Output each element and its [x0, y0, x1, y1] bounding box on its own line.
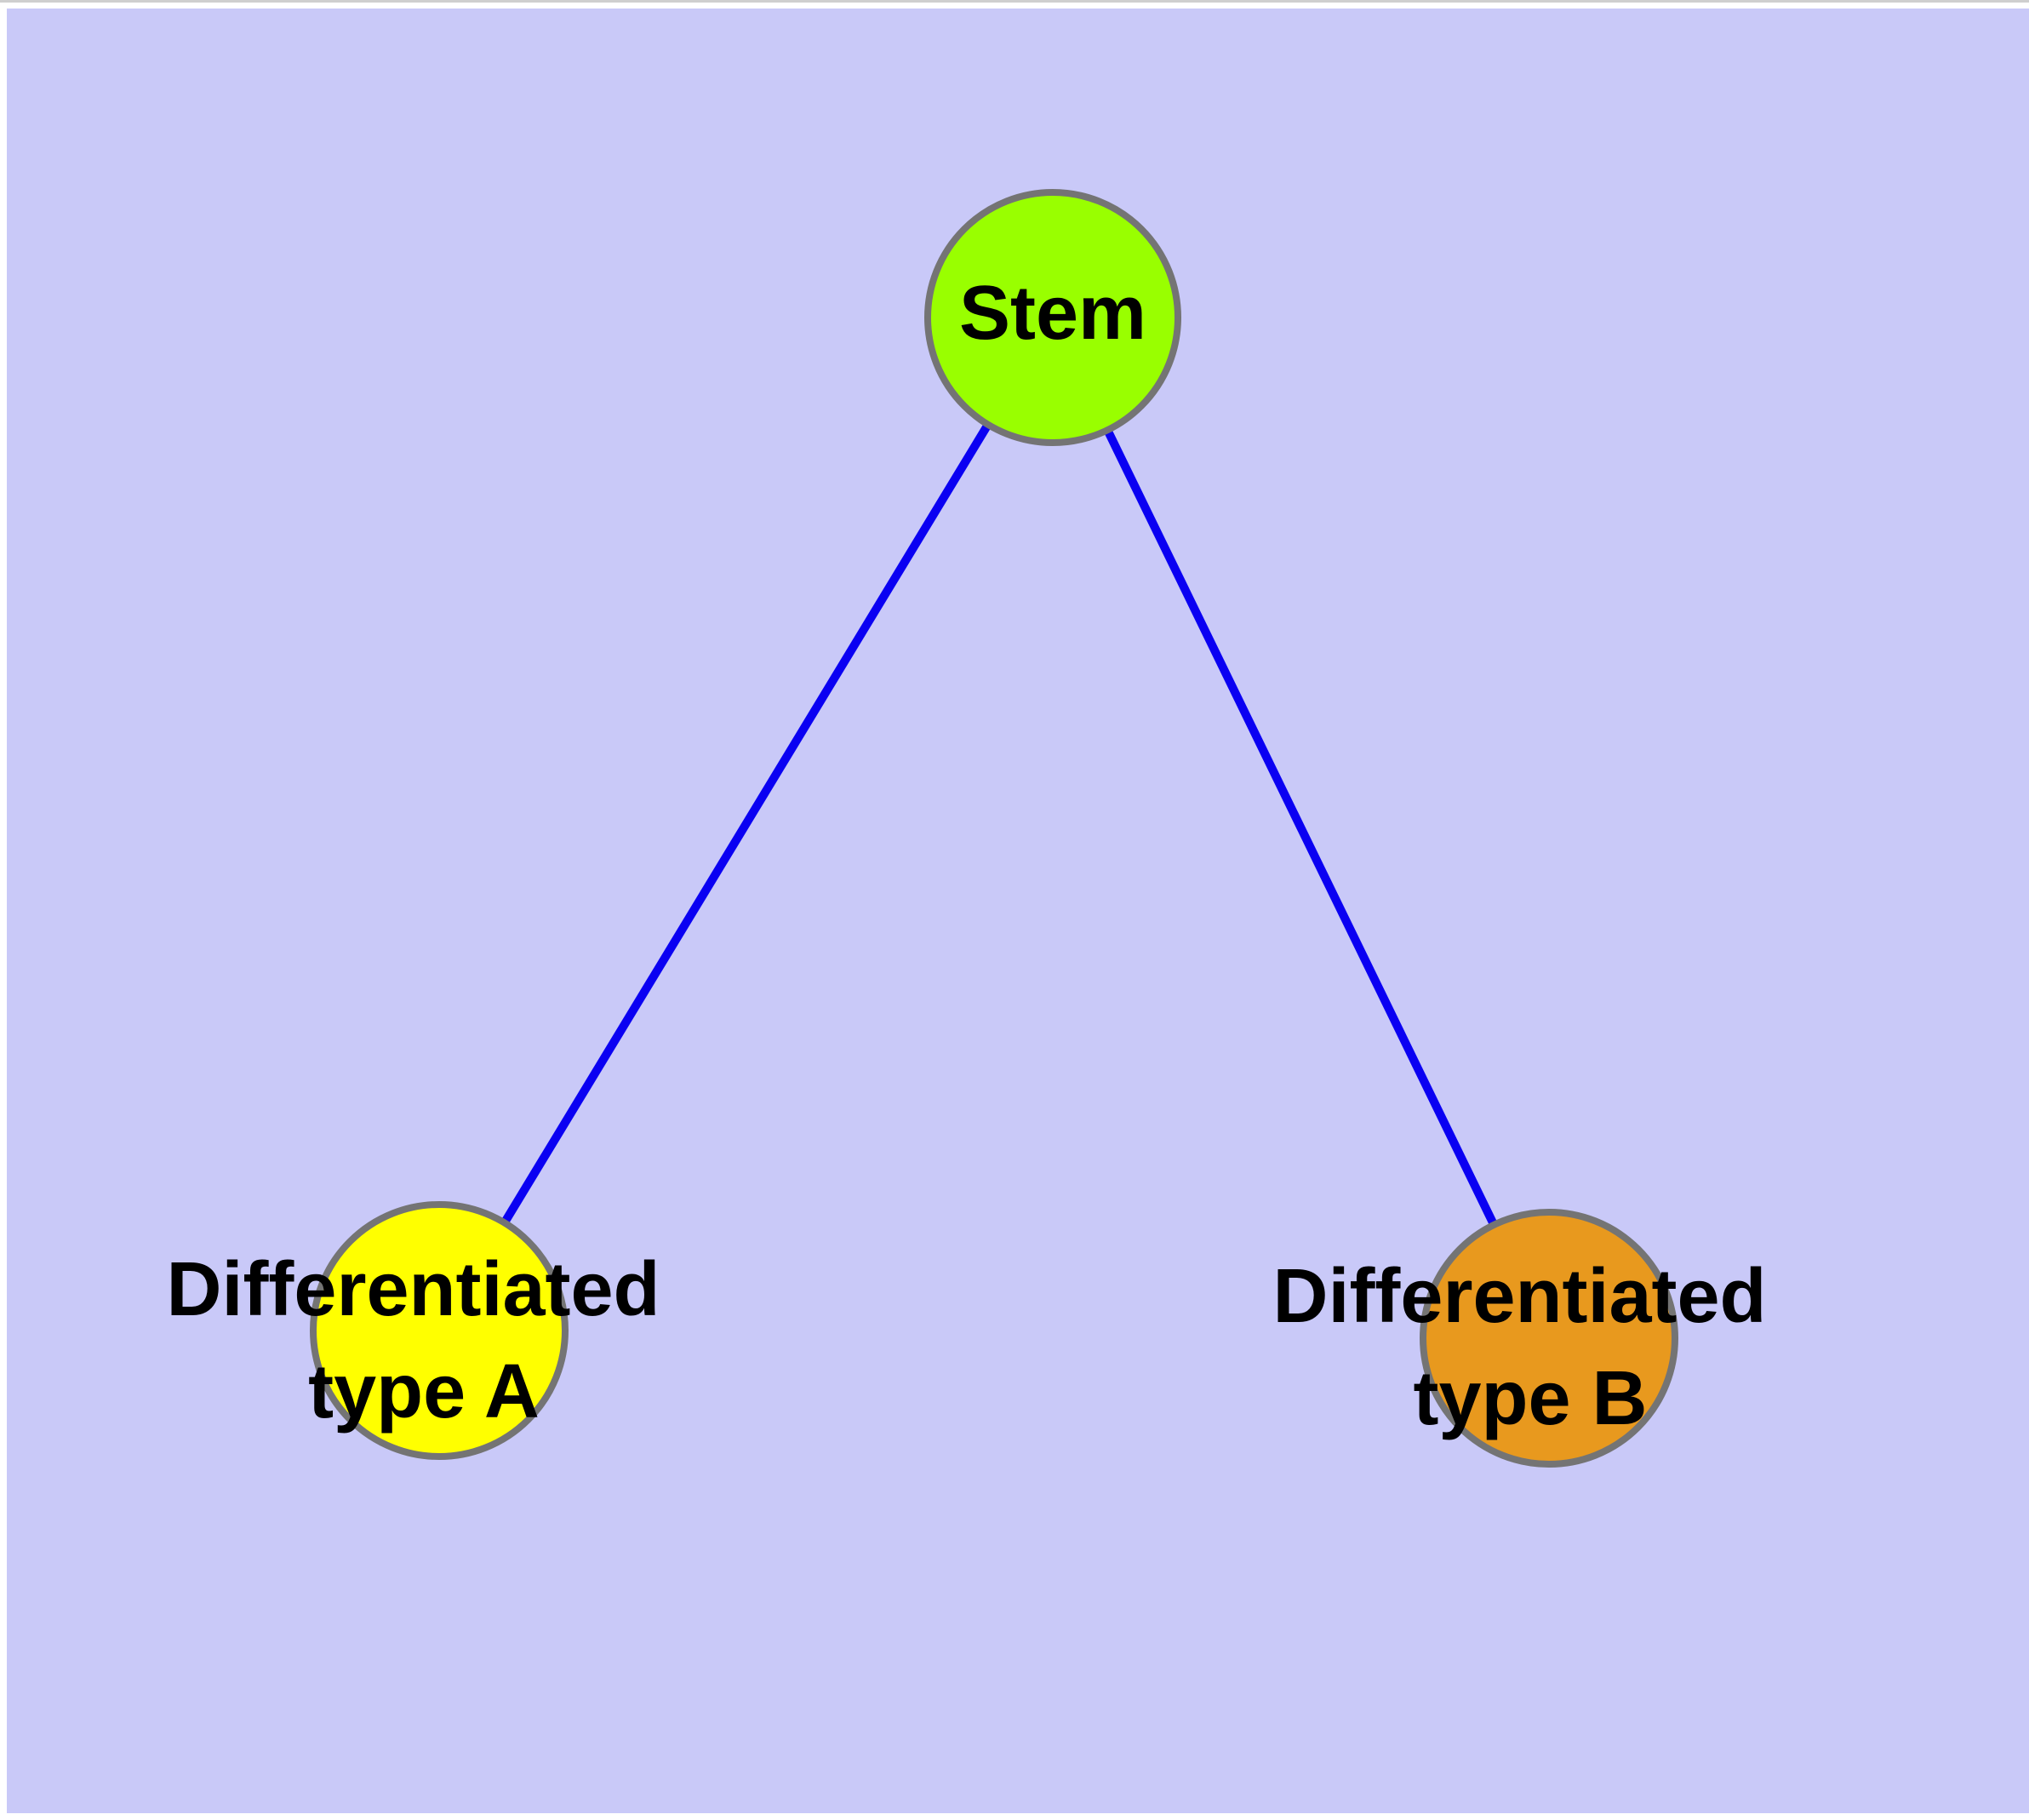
node-typeB-label-line2: type B: [1413, 1356, 1647, 1441]
node-typeA-label-line1: Differentiated: [166, 1247, 660, 1332]
node-differentiated-type-a[interactable]: Differentiated type A: [166, 1201, 681, 1460]
node-typeB-label-line1: Differentiated: [1272, 1254, 1766, 1339]
edge-layer: [435, 315, 1553, 1341]
node-typeB-circle[interactable]: [1420, 1209, 1678, 1468]
node-typeA-circle[interactable]: [310, 1201, 569, 1460]
node-typeA-label: Differentiated type A: [166, 1247, 681, 1434]
node-stem[interactable]: Stem: [924, 189, 1181, 446]
node-stem-label: Stem: [959, 271, 1146, 356]
node-differentiated-type-b[interactable]: Differentiated type B: [1272, 1209, 1787, 1468]
edge-stem-to-typeB: [1049, 315, 1553, 1341]
edge-stem-to-typeA: [435, 315, 1057, 1333]
canvas-top-edge: [0, 0, 2029, 3]
node-typeA-label-line2: type A: [308, 1349, 540, 1434]
node-stem-circle[interactable]: [924, 189, 1181, 446]
node-typeB-label: Differentiated type B: [1272, 1254, 1787, 1441]
